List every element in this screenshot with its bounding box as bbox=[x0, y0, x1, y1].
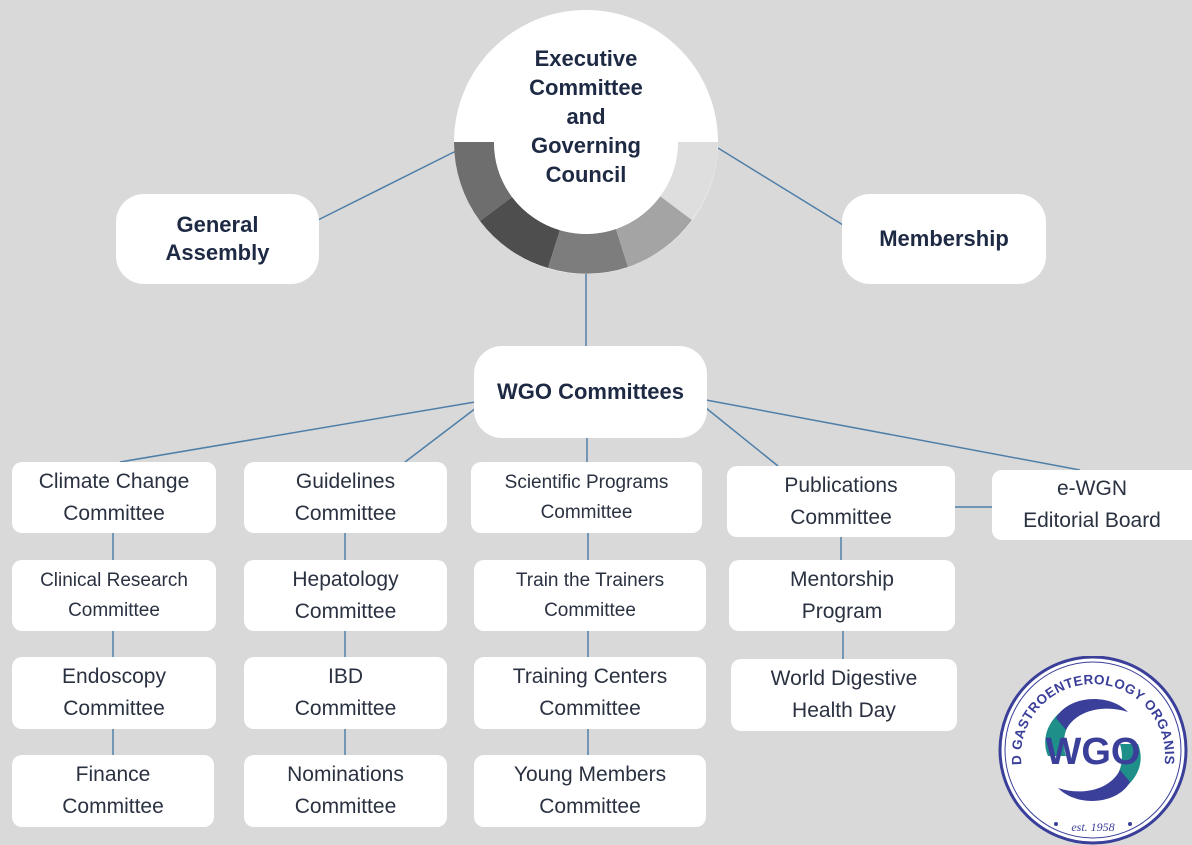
logo-center-text: WGO bbox=[1046, 731, 1141, 773]
committee-label: Endoscopy Committee bbox=[62, 665, 166, 720]
committee-label: Scientific Programs Committee bbox=[504, 471, 669, 523]
connector-exec-general-assembly bbox=[317, 149, 459, 221]
committee-label: Climate Change Committee bbox=[38, 469, 190, 525]
committee-node: Train the Trainers Committee bbox=[474, 560, 706, 631]
ewgn-editorial-board-node: e-WGN Editorial Board bbox=[992, 470, 1192, 540]
ewgn-label: e-WGN Editorial Board bbox=[1023, 477, 1161, 532]
committee-node: Guidelines Committee bbox=[244, 462, 447, 533]
executive-committee-node: Executive Committee and Governing Counci… bbox=[454, 10, 718, 274]
committee-label: Young Members Committee bbox=[513, 763, 667, 818]
connector-exec-membership bbox=[717, 147, 844, 226]
wgo-logo: WORLD GASTROENTEROLOGY ORGANISATION WGO … bbox=[996, 656, 1188, 845]
committee-node: Publications Committee bbox=[727, 466, 955, 537]
committee-label: IBD Committee bbox=[294, 665, 397, 720]
logo-est-text: est. 1958 bbox=[1071, 820, 1114, 834]
general-assembly-node: General Assembly bbox=[116, 194, 319, 284]
committee-label: Finance Committee bbox=[62, 763, 164, 818]
committee-node: Mentorship Program bbox=[729, 560, 955, 631]
connector-wgo-ewgn bbox=[705, 399, 1081, 471]
wgo-committees-label: WGO Committees bbox=[496, 379, 685, 404]
wgo-committees-node: WGO Committees bbox=[474, 346, 707, 438]
committee-node: Endoscopy Committee bbox=[12, 657, 216, 729]
connector-wgo-climate bbox=[119, 401, 476, 463]
committee-label: Mentorship Program bbox=[790, 567, 894, 623]
committee-label: Training Centers Committee bbox=[512, 665, 668, 720]
committee-label: Clinical Research Committee bbox=[40, 569, 188, 621]
connector-wgo-publications bbox=[705, 407, 779, 467]
committee-node: Nominations Committee bbox=[244, 755, 447, 827]
executive-ring-graphic bbox=[454, 10, 718, 274]
committee-node: Finance Committee bbox=[12, 755, 214, 827]
committee-node: Scientific Programs Committee bbox=[471, 462, 702, 533]
committee-label: Guidelines Committee bbox=[294, 469, 397, 525]
committee-node: Training Centers Committee bbox=[474, 657, 706, 729]
committee-label: Train the Trainers Committee bbox=[515, 569, 665, 621]
general-assembly-label: General Assembly bbox=[165, 212, 270, 265]
committee-label: Publications Committee bbox=[784, 473, 898, 529]
connector-wgo-guidelines bbox=[404, 407, 477, 463]
committee-node: IBD Committee bbox=[244, 657, 447, 729]
membership-node: Membership bbox=[842, 194, 1046, 284]
committee-node: Young Members Committee bbox=[474, 755, 706, 827]
executive-committee-label: Executive Committee and Governing Counci… bbox=[529, 46, 643, 187]
membership-label: Membership bbox=[879, 226, 1009, 251]
committee-label: Hepatology Committee bbox=[292, 567, 399, 623]
committee-node: Clinical Research Committee bbox=[12, 560, 216, 631]
committee-label: Nominations Committee bbox=[287, 763, 404, 818]
committee-node: World Digestive Health Day bbox=[731, 659, 957, 731]
committee-node: Hepatology Committee bbox=[244, 560, 447, 631]
committee-node: Climate Change Committee bbox=[12, 462, 216, 533]
committee-label: World Digestive Health Day bbox=[770, 667, 918, 722]
